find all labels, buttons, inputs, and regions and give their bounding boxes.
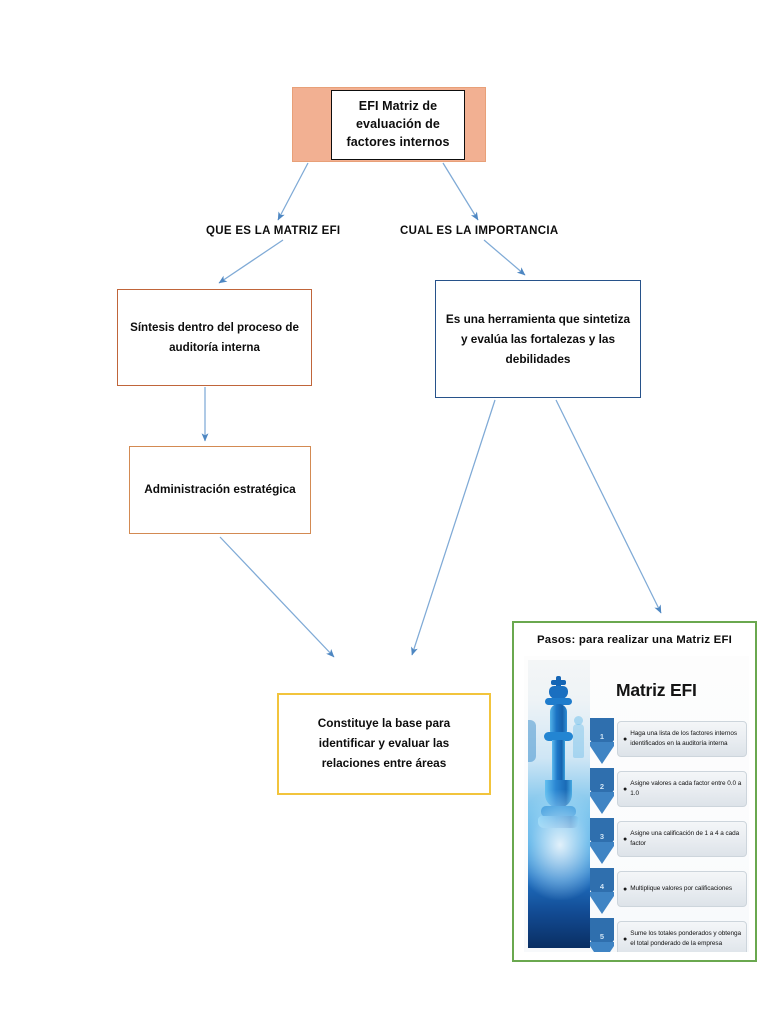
node-root: EFI Matriz de evaluación de factores int… [292, 87, 486, 162]
step-text: Asigne una calificación de 1 a 4 a cada … [630, 830, 740, 847]
connector-right-label-to-herramienta [483, 239, 526, 276]
node-root-inner: EFI Matriz de evaluación de factores int… [331, 90, 465, 160]
step-row: 2 ● Asigne valores a cada factor entre 0… [590, 768, 747, 814]
connector-herramienta-to-panel [555, 399, 662, 614]
step-row: 5 ● Sume los totales ponderados y obteng… [590, 918, 747, 952]
chevron-down-icon [590, 768, 614, 814]
chevron-down-icon [590, 868, 614, 914]
node-constituye-label: Constituye la base para identificar y ev… [317, 716, 451, 770]
branch-label-cual-es-la-importancia: CUAL ES LA IMPORTANCIA [400, 225, 559, 237]
panel-title: Pasos: para realizar una Matriz EFI [536, 634, 732, 646]
connector-administracion-to-constituye [219, 536, 335, 658]
infographic-matriz-efi: Matriz EFI 1 ● Haga una lista de los fac… [524, 656, 749, 952]
connector-root-to-left-label [277, 162, 309, 221]
step-card: ● Haga una lista de los factores interno… [617, 721, 747, 757]
step-card: ● Asigne una calificación de 1 a 4 a cad… [617, 821, 747, 857]
node-herramienta-label: Es una herramienta que sintetiza y evalú… [445, 311, 631, 367]
connector-root-to-right-label [442, 162, 479, 221]
chess-king-photo [528, 660, 590, 948]
step-number: 3 [599, 832, 605, 841]
step-text: Asigne valores a cada factor entre 0.0 a… [630, 780, 742, 797]
step-text: Multiplique valores por calificaciones [630, 885, 733, 893]
step-row: 1 ● Haga una lista de los factores inter… [590, 718, 747, 764]
connector-left-label-to-sintesis [218, 239, 284, 284]
step-card: ● Multiplique valores por calificaciones [617, 871, 747, 907]
connector-herramienta-to-constituye [411, 399, 496, 656]
step-card: ● Asigne valores a cada factor entre 0.0… [617, 771, 747, 807]
chevron-down-icon [590, 818, 614, 864]
step-row: 4 ● Multiplique valores por calificacion… [590, 868, 747, 914]
step-number: 2 [599, 782, 605, 791]
node-administracion-label: Administración estratégica [144, 482, 296, 497]
branch-label-que-es-la-matriz-efi: QUE ES LA MATRIZ EFI [206, 225, 341, 237]
panel-pasos-matriz-efi: Pasos: para realizar una Matriz EFI Matr… [512, 621, 757, 962]
chevron-down-icon [590, 718, 614, 764]
bullet-icon: ● [623, 935, 628, 943]
infographic-heading: Matriz EFI [616, 680, 697, 700]
step-text: Haga una lista de los factores internos … [630, 730, 737, 747]
chevron-down-icon [590, 918, 614, 952]
node-constituye: Constituye la base para identificar y ev… [277, 693, 491, 795]
bullet-icon: ● [623, 885, 628, 893]
bullet-icon: ● [623, 735, 628, 743]
step-text: Sume los totales ponderados y obtenga el… [630, 930, 742, 947]
bullet-icon: ● [623, 785, 628, 793]
node-sintesis: Síntesis dentro del proceso de auditoría… [117, 289, 312, 386]
step-card: ● Sume los totales ponderados y obtenga … [617, 921, 747, 952]
bullet-icon: ● [623, 835, 628, 843]
step-number: 5 [599, 932, 605, 941]
step-row: 3 ● Asigne una calificación de 1 a 4 a c… [590, 818, 747, 864]
step-number: 1 [599, 732, 605, 741]
node-root-label: EFI Matriz de evaluación de factores int… [346, 99, 450, 149]
node-herramienta: Es una herramienta que sintetiza y evalú… [435, 280, 641, 398]
node-administracion-estrategica: Administración estratégica [129, 446, 311, 534]
step-number: 4 [599, 882, 605, 891]
node-sintesis-label: Síntesis dentro del proceso de auditoría… [130, 321, 299, 354]
